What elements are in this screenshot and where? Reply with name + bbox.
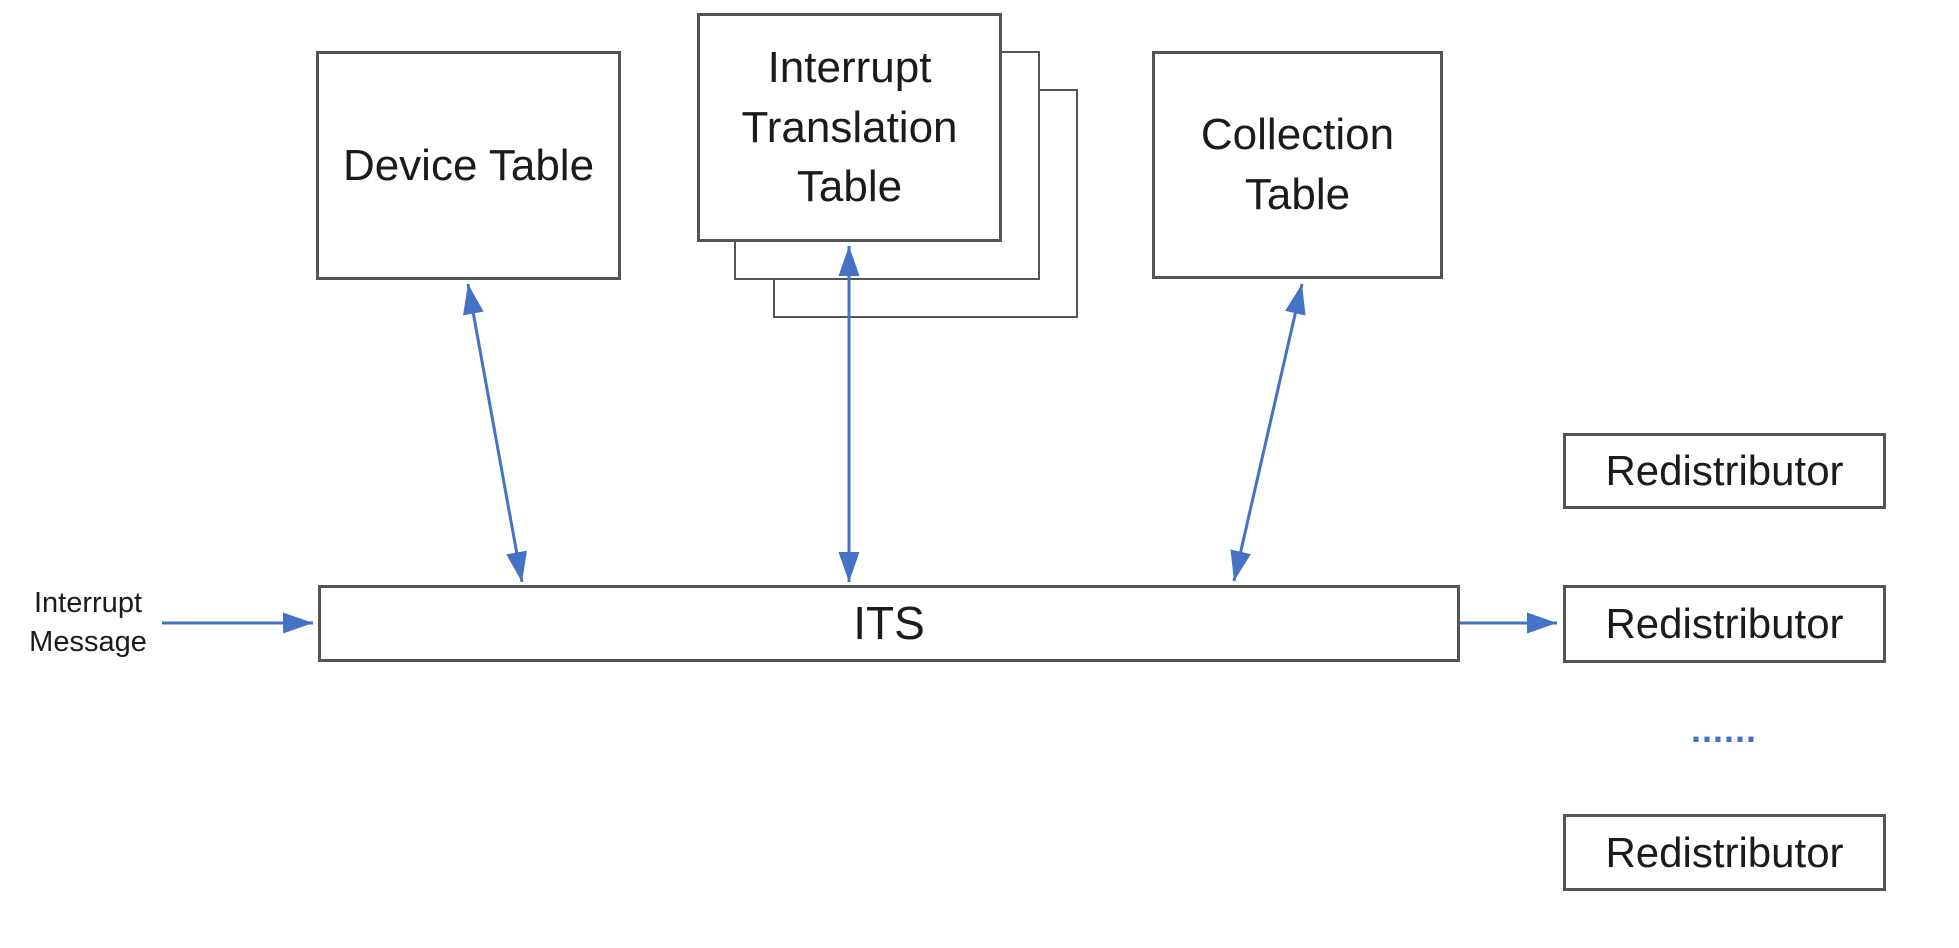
- collection-table-its-arrow: [1230, 283, 1306, 582]
- redistributor-label: Redistributor: [1605, 600, 1844, 648]
- interrupt-translation-table-label: Interrupt Translation Table: [741, 42, 958, 212]
- device-table-its-arrow: [463, 283, 527, 583]
- redistributor-label: Redistributor: [1605, 828, 1844, 876]
- device-table-label: Device Table: [342, 140, 595, 190]
- redistributor-box-3: Redistributor: [1563, 814, 1886, 891]
- its-label: ITS: [853, 597, 925, 650]
- redistributor-box-2: Redistributor: [1563, 585, 1886, 663]
- more-redistributors-ellipsis: ......: [1690, 709, 1757, 750]
- redistributor-label: Redistributor: [1605, 447, 1844, 495]
- device-table-box: Device Table: [316, 51, 621, 280]
- collection-table-box: Collection Table: [1152, 51, 1443, 279]
- redistributor-box-1: Redistributor: [1563, 433, 1886, 509]
- its-box: ITS: [318, 585, 1460, 662]
- collection-table-label: Collection Table: [1200, 110, 1395, 219]
- interrupt-message-label: Interrupt Message: [29, 587, 147, 658]
- interrupt-translation-table-box: Interrupt Translation Table: [697, 13, 1002, 242]
